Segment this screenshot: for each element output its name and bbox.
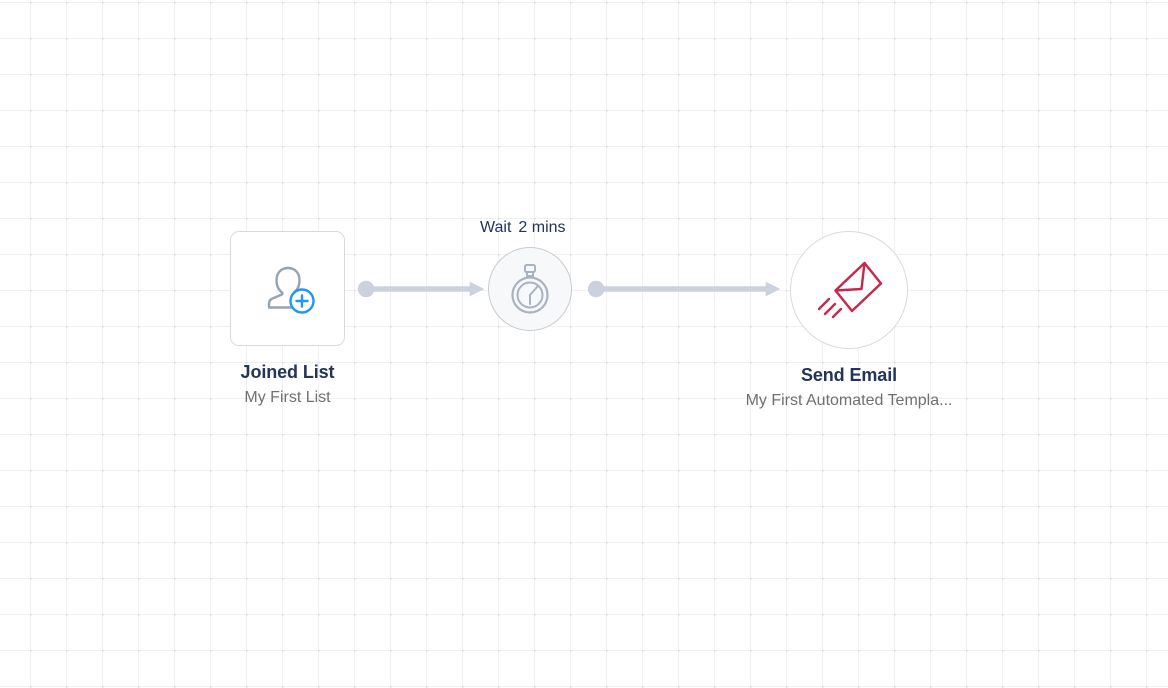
node-subtitle-trigger: My First List: [244, 388, 331, 406]
person-add-icon: [256, 259, 320, 319]
workflow-node-action[interactable]: Send Email My First Automated Templa...: [746, 231, 952, 410]
connector-start-dot: [587, 280, 605, 298]
stopwatch-icon: [507, 263, 553, 315]
node-subtitle-action: My First Automated Templa...: [745, 391, 953, 409]
connector-arrowhead: [469, 281, 485, 297]
trigger-node-shape[interactable]: [230, 231, 345, 346]
wait-label-value: 2 mins: [518, 219, 566, 236]
wait-label-prefix: Wait: [480, 219, 512, 236]
connector-trigger-to-wait[interactable]: [352, 278, 492, 300]
send-envelope-icon: [811, 252, 887, 328]
connector-wait-to-action[interactable]: [579, 278, 791, 300]
wait-node-shape[interactable]: [488, 247, 572, 331]
workflow-node-trigger[interactable]: Joined List My First List: [230, 231, 345, 407]
wait-node-label: Wait 2 mins: [480, 219, 566, 237]
workflow-node-wait[interactable]: [488, 247, 572, 331]
action-node-shape[interactable]: [790, 231, 908, 349]
node-title-action: Send Email: [800, 365, 898, 385]
connector-arrowhead: [765, 281, 781, 297]
node-title-trigger: Joined List: [240, 362, 335, 382]
